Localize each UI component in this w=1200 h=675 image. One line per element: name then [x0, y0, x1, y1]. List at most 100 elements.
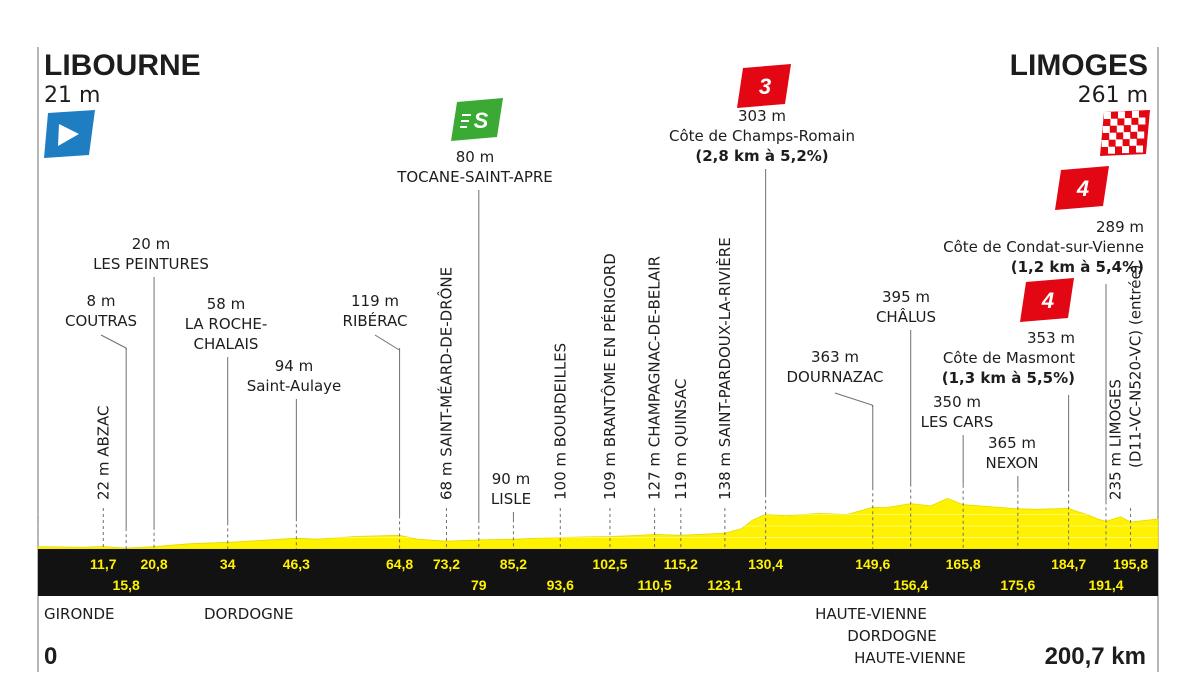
km-tick-label: 175,6 — [1000, 577, 1035, 593]
km-tick-label: 20,8 — [140, 556, 167, 572]
finish-flag-check — [1101, 140, 1109, 147]
waypoint-name: NEXON — [985, 454, 1038, 472]
waypoint-altitude: 80 m — [456, 148, 494, 166]
finish-altitude: 261 m — [1078, 83, 1148, 108]
start-city-name: LIBOURNE — [44, 49, 201, 82]
climb-badge-text: 4 — [1041, 288, 1054, 313]
km-tick-label: 93,6 — [547, 577, 574, 593]
start-km-label: 0 — [44, 643, 57, 670]
region-label-haute-vienne-2: HAUTE-VIENNE — [854, 649, 966, 667]
waypoint-vertical-label: 127 m CHAMPAGNAC-DE-BELAIR — [646, 256, 664, 500]
waypoint-vertical-label: 138 m SAINT-PARDOUX-LA-RIVIÈRE — [715, 237, 734, 500]
waypoint-name: COUTRAS — [65, 312, 137, 330]
km-tick-label: 191,4 — [1088, 577, 1123, 593]
km-tick-label: 130,4 — [748, 556, 783, 572]
finish-flag-check — [1137, 131, 1145, 139]
waypoint-vertical-label: 68 m SAINT-MÉARD-DE-DRÔNE — [436, 267, 455, 500]
finish-city-name: LIMOGES — [1010, 49, 1148, 82]
waypoint-vertical-label: 119 m QUINSAC — [672, 379, 690, 500]
finish-flag-check — [1136, 145, 1143, 153]
climb-badge-shape — [1020, 278, 1074, 322]
waypoint-name: Côte de Condat-sur-Vienne — [943, 238, 1144, 256]
finish-flag-check — [1110, 118, 1118, 126]
km-tick-label: 64,8 — [386, 556, 413, 572]
waypoint-altitude: 8 m — [87, 292, 116, 310]
finish-flag-check — [1124, 118, 1132, 126]
km-tick-label: 115,2 — [664, 556, 698, 572]
waypoint-altitude: 289 m — [1096, 218, 1144, 236]
finish-flag-check — [1104, 112, 1111, 119]
finish-flag-check — [1130, 124, 1138, 132]
finish-flag-check — [1108, 146, 1115, 154]
elevation-profile-area — [37, 497, 1159, 550]
finish-flag-check — [1102, 126, 1110, 133]
region-label-haute-vienne: HAUTE-VIENNE — [815, 605, 927, 623]
climb-badge-shape — [1055, 166, 1109, 210]
km-tick-label: 184,7 — [1051, 556, 1086, 572]
km-tick-label: 195,8 — [1113, 556, 1148, 572]
finish-flag-check — [1138, 117, 1146, 125]
waypoint-climb-detail: (1,2 km à 5,4%) — [1011, 258, 1144, 276]
sprint-badge: S — [451, 98, 503, 141]
waypoint-name: Côte de Masmont — [943, 349, 1075, 367]
finish-flag-check — [1132, 110, 1139, 118]
waypoint-climb-detail: (1,3 km à 5,5%) — [942, 369, 1075, 387]
waypoint-name: DOURNAZAC — [787, 368, 884, 386]
waypoint-name: CHÂLUS — [876, 307, 936, 326]
region-label-dordogne-2: DORDOGNE — [847, 627, 936, 645]
start-altitude: 21 m — [44, 83, 100, 108]
waypoint-altitude: 119 m — [351, 292, 399, 310]
waypoint-altitude: 353 m — [1027, 329, 1075, 347]
sprint-badge-text: S — [474, 108, 489, 133]
waypoint-leader — [834, 392, 874, 408]
waypoint-vertical-label: 109 m BRANTÔME EN PÉRIGORD — [600, 253, 619, 500]
km-tick-label: 11,7 — [90, 556, 117, 572]
climb-badge-text: 3 — [759, 74, 771, 99]
km-tick-label: 15,8 — [113, 577, 140, 593]
waypoint-altitude: 395 m — [882, 288, 930, 306]
finish-flag-check — [1122, 146, 1129, 154]
km-tick-label: 85,2 — [500, 556, 527, 572]
waypoint-leader — [100, 334, 127, 351]
start-flag-icon — [44, 110, 95, 158]
sprint-badge-shape — [451, 98, 503, 141]
waypoint-vertical-label: 100 m BOURDEILLES — [551, 343, 569, 500]
waypoint-name: TOCANE-SAINT-APRE — [396, 168, 553, 186]
waypoint-altitude: 90 m — [492, 470, 530, 488]
finish-flag-check — [1109, 132, 1117, 140]
climb-category-badge: 3 — [737, 64, 791, 108]
km-tick-label: 34 — [220, 556, 236, 572]
km-tick-label: 165,8 — [946, 556, 981, 572]
finish-flag-check — [1118, 111, 1125, 119]
finish-flag-check — [1116, 125, 1124, 133]
finish-flag-check — [1129, 138, 1137, 146]
waypoint-name: Saint-Aulaye — [247, 377, 342, 395]
waypoint-leader — [374, 334, 400, 351]
waypoint-altitude: 94 m — [275, 357, 313, 375]
climb-badge-text: 4 — [1076, 176, 1089, 201]
waypoint-vertical-label: 235 m LIMOGES — [1107, 379, 1125, 500]
waypoint-name: LES CARS — [921, 413, 994, 431]
waypoint-altitude: 58 m — [207, 295, 245, 313]
finish-flag-check — [1123, 132, 1131, 140]
region-label-gironde: GIRONDE — [44, 605, 115, 623]
km-tick-label: 73,2 — [433, 556, 460, 572]
finish-flag-icon — [1100, 110, 1150, 156]
waypoint-name: LES PEINTURES — [93, 255, 209, 273]
finish-km-label: 200,7 km — [1045, 643, 1146, 670]
sprint-speed-lines-icon — [460, 114, 471, 128]
km-tick-label: 46,3 — [283, 556, 310, 572]
waypoint-vertical-label: 22 m ABZAC — [94, 405, 112, 500]
km-tick-label: 110,5 — [637, 577, 671, 593]
region-label-dordogne: DORDOGNE — [204, 605, 293, 623]
waypoint-altitude: 365 m — [988, 434, 1036, 452]
waypoint-name: LISLE — [491, 490, 531, 508]
climb-category-badge: 4 — [1020, 278, 1074, 322]
km-tick-label: 156,4 — [893, 577, 928, 593]
km-tick-label: 123,1 — [707, 577, 742, 593]
waypoint-altitude: 363 m — [811, 348, 859, 366]
waypoint-vertical-label: (D11-VC-N520-VC) (entrée) — [1127, 264, 1145, 468]
climb-category-badge: 4 — [1055, 166, 1109, 210]
